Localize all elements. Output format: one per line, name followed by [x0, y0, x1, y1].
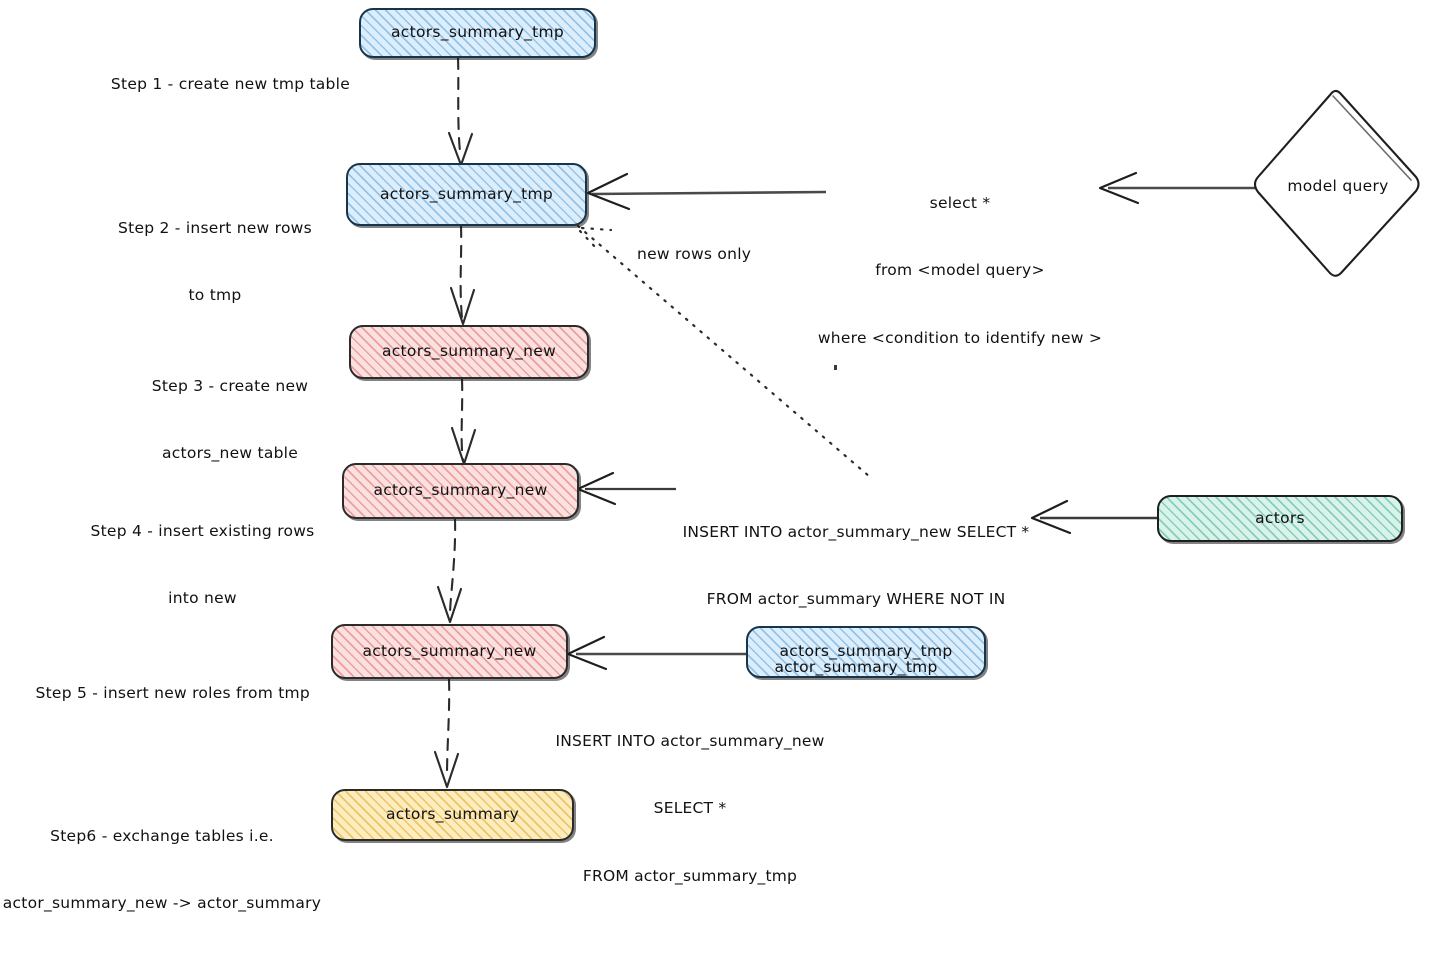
node-actors-summary-new-step3[interactable]: actors_summary_new: [349, 325, 589, 379]
edge-step3-to-step4: [450, 377, 477, 466]
step1-label: Step 1 - create new tmp table: [110, 74, 350, 93]
node-label: actors_summary: [385, 805, 520, 824]
node-label: actors_summary_new: [381, 342, 557, 361]
node-label: actors_summary_new: [362, 641, 537, 660]
edge-label-insert-existing-sql: INSERT INTO actor_summary_new SELECT * F…: [682, 522, 1030, 676]
node-label: model query: [1287, 177, 1389, 195]
ink-speck: [834, 365, 837, 370]
node-actors-summary-new-step5[interactable]: actors_summary_new: [331, 624, 568, 679]
edge-step5-to-step6: [433, 677, 460, 789]
step6-label: Step6 - exchange tables i.e. actor_summa…: [2, 826, 322, 913]
edge-label-model-query-sql: select * from <model query> where <condi…: [817, 193, 1103, 347]
node-label: actors_summary_new: [373, 481, 548, 500]
edge-step1-to-step2: [447, 56, 474, 167]
connector-layer: [433, 56, 1420, 789]
node-label: actors_summary_tmp: [779, 642, 953, 661]
edge-step2-to-step3: [449, 224, 476, 326]
step3-label: Step 3 - create new actors_new table: [151, 376, 309, 463]
step4-label: Step 4 - insert existing rows into new: [90, 521, 315, 608]
edge-step4-to-step5: [436, 517, 463, 624]
node-actors-summary-tmp-right[interactable]: actors_summary_tmp: [746, 626, 986, 678]
edge-actors-to-sql: [1030, 499, 1158, 535]
edge-label-insert-new-roles-sql: INSERT INTO actor_summary_new SELECT * F…: [555, 731, 825, 885]
node-actors-summary-final[interactable]: actors_summary: [331, 789, 574, 841]
edge-sql-to-step4: [576, 471, 676, 506]
step2-label: Step 2 - insert new rows to tmp: [118, 218, 312, 305]
step5-label: Step 5 - insert new roles from tmp: [35, 683, 310, 702]
edge-tmp-to-step5: [566, 635, 748, 671]
node-label: actors: [1255, 508, 1305, 527]
edge-newrows-to-step2: [586, 172, 827, 211]
node-model-query[interactable]: model query: [1252, 88, 1424, 284]
node-actors-source[interactable]: actors: [1157, 495, 1403, 542]
diagram-canvas: Step 1 - create new tmp table Step 2 - i…: [3, 8, 1424, 912]
node-actors-summary-tmp-step1[interactable]: actors_summary_tmp: [359, 8, 596, 58]
edge-step2-dotted-to-step4-sql: [576, 224, 872, 479]
node-label: actors_summary_tmp: [390, 23, 565, 42]
model-query-diamond-shape: [1253, 89, 1420, 277]
node-actors-summary-new-step4[interactable]: actors_summary_new: [342, 463, 579, 519]
node-label: actors_summary_tmp: [379, 184, 554, 203]
node-actors-summary-tmp-step2[interactable]: actors_summary_tmp: [346, 163, 587, 226]
edge-label-new-rows-only: new rows only: [637, 244, 752, 263]
edge-modelquery-to-sql: [1098, 171, 1255, 205]
